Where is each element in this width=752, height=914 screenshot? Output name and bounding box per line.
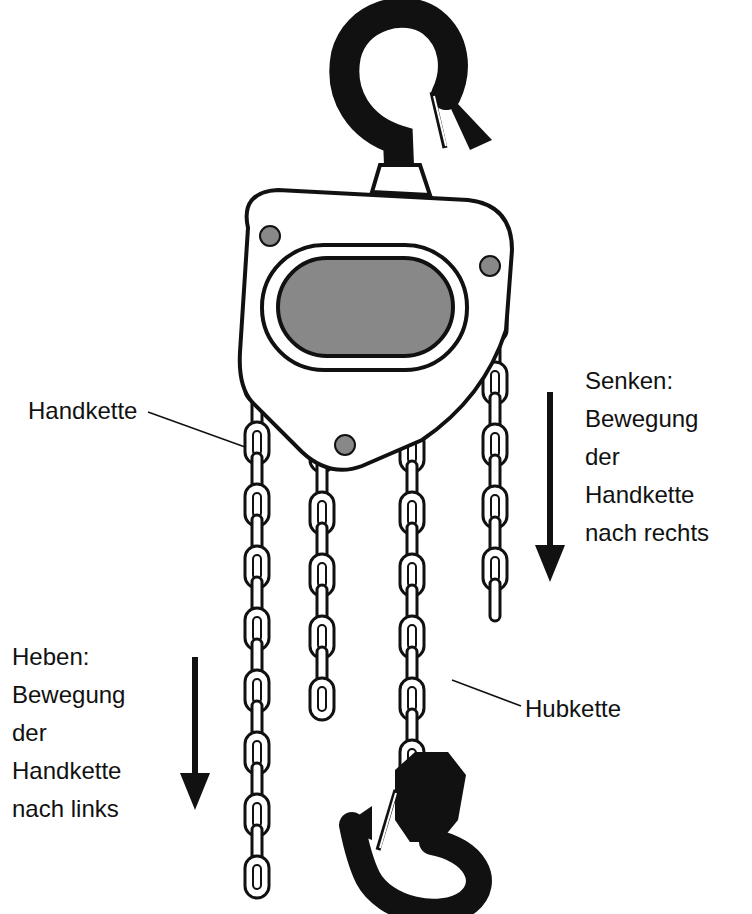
chain-link-slot [491,557,499,581]
chain-link-slot [491,433,499,457]
chain-link-slot [491,371,499,395]
chain-link-slot [408,501,416,525]
arrow-head [535,545,565,582]
chain-link-slot [253,803,261,827]
bottom-hook-latch-highlight [380,793,396,848]
chain-link-slot [253,679,261,703]
chain-link-slot [253,555,261,579]
leader-line [452,680,521,706]
direction-note: Heben: Bewegung der Handkette nach links [12,638,152,828]
direction-arrow [192,657,198,776]
chain-link [245,856,269,898]
chain-link [490,579,500,621]
chain-link [310,678,334,720]
direction-note: Senken: Bewegung der Handkette nach rech… [585,362,725,552]
bolt [480,256,500,276]
arrow-head [180,773,210,810]
housing-window [278,258,453,356]
chain-link-slot [253,617,261,641]
leader-line [148,412,245,447]
bottom-hook-block [395,752,466,842]
part-label: Handkette [28,392,137,430]
hoist-housing [240,190,512,470]
chain-link-slot [253,493,261,517]
top-hook-tip [440,85,492,150]
bolt [335,435,355,455]
chain-link-slot [408,687,416,711]
chain-link-slot [408,625,416,649]
chain-link-slot [253,431,261,455]
hook-mount [372,165,430,195]
chain-link-slot [253,865,261,889]
top-hook-latch-highlight [434,96,446,146]
chain-link-slot [318,501,326,525]
bottom-hook-tip [340,806,372,840]
bolt [260,226,280,246]
chain-link-slot [318,563,326,587]
direction-arrow [547,392,553,548]
chain-link-slot [318,625,326,649]
chain-link-slot [408,563,416,587]
housing-ring [262,245,467,370]
bottom-hook-latch [378,790,396,850]
chain-link-slot [253,741,261,765]
top-hook-latch [432,92,445,148]
part-label: Hubkette [525,690,621,728]
chain-link-slot [491,495,499,519]
chain-link-slot [318,687,326,711]
